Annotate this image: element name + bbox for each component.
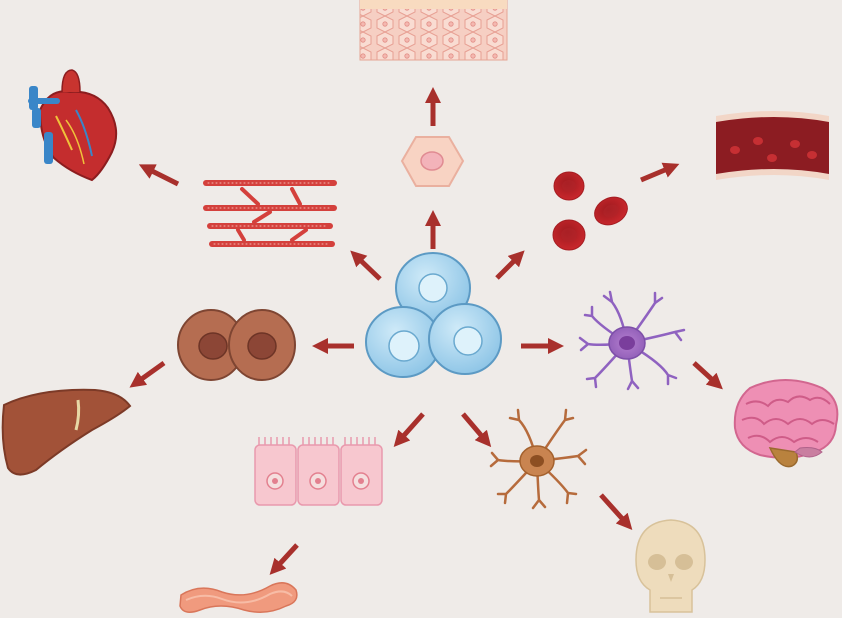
- arrow-intestinal-to-intestine: [275, 545, 297, 569]
- arrow-stem-to-osteocyte: [463, 414, 486, 441]
- osteocyte-icon: [491, 410, 586, 508]
- blood-vessel-icon: [716, 111, 829, 180]
- arrow-hepatocyte-to-liver: [136, 363, 164, 383]
- arrow-neuron-to-brain: [694, 363, 717, 384]
- stem-cell-cluster-icon: [366, 253, 501, 377]
- cardiac-muscle-icon: [206, 183, 334, 244]
- skull-icon: [636, 520, 705, 612]
- heart-icon: [28, 70, 116, 180]
- neuron-icon: [580, 292, 684, 389]
- arrow-stem-to-cardiomyocyte: [356, 256, 380, 279]
- arrow-stem-to-intestinal: [399, 414, 423, 441]
- epithelial-cell-icon: [402, 137, 463, 186]
- brain-icon: [735, 380, 838, 467]
- arrow-stem-to-rbc: [497, 256, 519, 278]
- hepatocyte-icon: [178, 310, 295, 380]
- arrow-rbc-to-vessel: [641, 167, 672, 180]
- arrow-cardiomyocyte-to-heart: [146, 168, 178, 184]
- red-blood-cell-icon: [553, 172, 632, 250]
- skin-tissue-icon: [360, 0, 507, 60]
- arrow-osteocyte-to-skull: [601, 495, 627, 524]
- liver-icon: [3, 390, 130, 475]
- intestine-icon: [180, 583, 297, 612]
- intestinal-cell-icon: [255, 437, 382, 505]
